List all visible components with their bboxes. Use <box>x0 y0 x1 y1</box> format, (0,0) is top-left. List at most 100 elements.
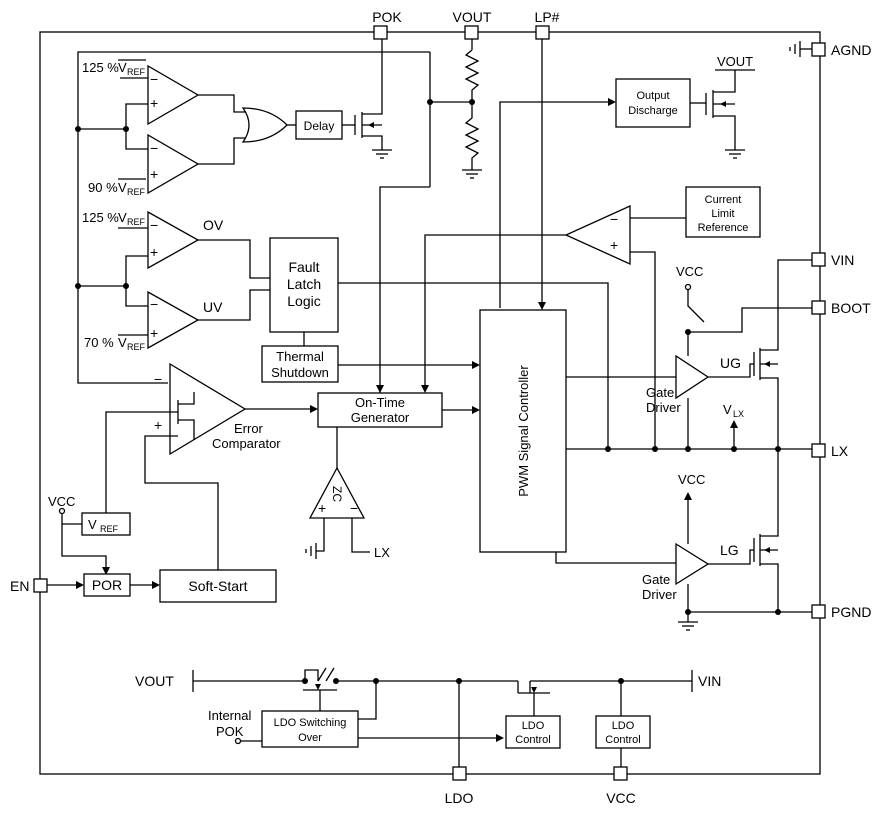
svg-text:Gate: Gate <box>646 385 674 400</box>
chip-outline <box>39 31 821 775</box>
svg-text:Thermal: Thermal <box>276 349 324 364</box>
output-discharge-block: Output Discharge VOUT <box>499 54 755 308</box>
svg-text:Logic: Logic <box>287 293 320 309</box>
svg-text:LX: LX <box>831 443 849 459</box>
pin-agnd: AGND <box>789 41 871 58</box>
pin-en: EN <box>10 578 48 594</box>
on-time-generator-block: On-Time Generator <box>317 385 480 428</box>
svg-text:Delay: Delay <box>304 119 335 133</box>
delay-block: Delay <box>295 110 355 140</box>
svg-text:LX: LX <box>374 545 390 560</box>
svg-text:Soft-Start: Soft-Start <box>188 578 247 594</box>
pok-nmos <box>354 39 392 159</box>
fault-latch-logic-block: Fault Latch Logic <box>269 237 609 449</box>
svg-text:Internal: Internal <box>208 708 251 723</box>
svg-text:Over: Over <box>298 732 322 744</box>
pin-lp: LP# <box>535 9 560 40</box>
svg-text:+: + <box>150 166 158 182</box>
thermal-shutdown-block: Thermal Shutdown <box>261 332 480 383</box>
svg-text:PWM Signal Controller: PWM Signal Controller <box>516 365 531 497</box>
svg-text:LDO: LDO <box>445 790 474 806</box>
svg-text:125 %: 125 % <box>82 60 119 75</box>
svg-text:+: + <box>610 237 618 253</box>
svg-text:90 %: 90 % <box>88 180 118 195</box>
error-comparator: − + Error Comparator <box>105 362 318 552</box>
pin-pok: POK <box>372 9 402 40</box>
svg-text:V: V <box>118 210 127 225</box>
svg-text:UV: UV <box>203 299 223 315</box>
svg-text:POR: POR <box>92 577 122 593</box>
lg-gate-driver: LG Gate Driver VCC <box>555 472 812 631</box>
svg-text:REF: REF <box>127 67 146 77</box>
svg-text:V: V <box>118 180 127 195</box>
svg-text:Limit: Limit <box>711 208 734 220</box>
svg-text:−: − <box>150 296 158 312</box>
svg-text:LDO: LDO <box>612 720 635 732</box>
pin-lx: LX <box>811 443 849 459</box>
svg-text:−: − <box>610 211 618 227</box>
svg-text:Latch: Latch <box>287 276 321 292</box>
svg-text:−: − <box>150 140 158 156</box>
svg-text:UG: UG <box>720 355 741 371</box>
svg-text:Comparator: Comparator <box>212 436 281 451</box>
svg-text:Discharge: Discharge <box>628 105 678 117</box>
svg-text:VCC: VCC <box>48 494 75 509</box>
svg-text:+: + <box>150 325 158 341</box>
svg-text:VOUT: VOUT <box>717 54 753 69</box>
svg-text:+: + <box>318 500 326 516</box>
svg-text:EN: EN <box>10 578 29 594</box>
svg-text:ZC: ZC <box>330 486 344 502</box>
pin-boot: BOOT <box>811 300 871 316</box>
svg-text:VIN: VIN <box>698 673 721 689</box>
svg-text:LDO: LDO <box>522 720 545 732</box>
svg-text:Reference: Reference <box>698 222 749 234</box>
uv-comparator: − + 70 % V REF UV <box>84 286 270 352</box>
svg-text:Generator: Generator <box>351 410 410 425</box>
svg-text:OV: OV <box>203 217 224 233</box>
svg-text:Control: Control <box>515 734 550 746</box>
svg-text:VOUT: VOUT <box>135 673 174 689</box>
svg-text:Gate: Gate <box>642 572 670 587</box>
svg-text:VOUT: VOUT <box>453 9 492 25</box>
current-limit-comparator: − + <box>421 204 686 449</box>
ov-comparator: − + 125 % V REF OV <box>82 210 270 286</box>
current-limit-block: Current Limit Reference <box>685 186 761 238</box>
pwm-signal-controller-block: PWM Signal Controller <box>479 309 567 553</box>
svg-text:BOOT: BOOT <box>831 300 871 316</box>
svg-text:REF: REF <box>127 217 146 227</box>
svg-text:On-Time: On-Time <box>355 395 405 410</box>
svg-text:VIN: VIN <box>831 252 854 268</box>
pok-upper-comparator: − + 125 % V REF <box>82 59 248 129</box>
lx-node: V LX <box>566 402 812 452</box>
pin-pgnd: PGND <box>811 604 871 620</box>
svg-text:LG: LG <box>720 542 739 558</box>
high-side-mosfet <box>753 259 812 449</box>
svg-text:Shutdown: Shutdown <box>271 365 329 380</box>
svg-text:POK: POK <box>372 9 402 25</box>
svg-text:70 %: 70 % <box>84 335 114 350</box>
svg-text:VCC: VCC <box>676 264 703 279</box>
ug-gate-driver: UG Gate Driver VCC <box>566 264 812 449</box>
pin-vin: VIN <box>811 252 854 268</box>
por-block: POR <box>47 573 160 597</box>
or-gate <box>241 107 288 143</box>
svg-text:Fault: Fault <box>288 259 319 275</box>
ldo-control-block-1: LDO Control <box>505 715 561 749</box>
svg-text:−: − <box>350 500 358 516</box>
svg-text:LP#: LP# <box>535 9 560 25</box>
svg-text:V: V <box>723 402 732 417</box>
ldo-switching-over-block: LDO Switching Over Internal POK <box>208 708 504 748</box>
zero-cross-comparator: ZC + − LX <box>305 427 390 560</box>
svg-text:POK: POK <box>216 724 244 739</box>
svg-text:125 %: 125 % <box>82 210 119 225</box>
low-side-mosfet <box>753 449 779 612</box>
svg-text:Output: Output <box>636 90 669 102</box>
svg-text:V: V <box>118 335 127 350</box>
svg-text:LDO Switching: LDO Switching <box>274 717 347 729</box>
svg-text:+: + <box>154 417 162 433</box>
vref-block: VCC V REF <box>48 494 131 575</box>
svg-text:REF: REF <box>127 187 146 197</box>
svg-text:−: − <box>150 217 158 233</box>
svg-text:VCC: VCC <box>678 472 705 487</box>
